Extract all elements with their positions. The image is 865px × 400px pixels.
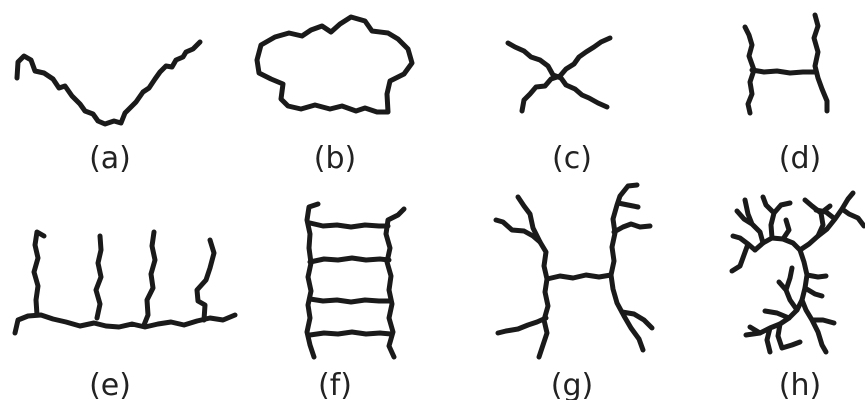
panel-label: (e) <box>89 368 131 400</box>
chain-stroke-right <box>814 15 827 111</box>
branch-stroke-2 <box>96 236 101 318</box>
panel-g: (g) <box>496 185 652 400</box>
panel-label: (h) <box>779 368 821 400</box>
panel-f: (f) <box>307 204 404 400</box>
panel-label: (a) <box>89 141 131 176</box>
bridge-stroke <box>752 70 815 73</box>
branch-stroke-3 <box>144 232 155 325</box>
branch-stroke-1 <box>34 232 44 315</box>
panel-b: (b) <box>257 17 412 176</box>
arm-stroke-upper-left <box>496 220 547 279</box>
loop-stroke <box>257 17 412 112</box>
panel-d: (d) <box>745 15 827 176</box>
panel-h: (h) <box>732 193 864 400</box>
panel-a: (a) <box>17 42 200 176</box>
panel-label: (b) <box>314 141 356 176</box>
panel-label: (c) <box>552 141 592 176</box>
panel-c: (c) <box>508 38 610 176</box>
rung-stroke-3 <box>310 299 390 302</box>
arm-stroke-lower-left-2 <box>498 318 546 333</box>
branch-stroke <box>783 220 789 239</box>
branch-stroke <box>802 300 834 352</box>
arm-stroke-upper-right-2 <box>614 224 650 232</box>
arm-stroke-upper-right-3 <box>618 203 638 207</box>
branch-stroke <box>779 268 797 310</box>
chain-stroke <box>17 42 200 124</box>
bridge-stroke <box>547 275 611 279</box>
rung-stroke-1 <box>310 223 388 227</box>
panel-label: (g) <box>551 368 593 400</box>
panel-label: (f) <box>318 368 352 400</box>
panel-e: (e) <box>15 232 235 400</box>
branch-stroke <box>732 236 755 271</box>
panel-label: (d) <box>779 141 821 176</box>
rung-stroke-2 <box>310 258 389 262</box>
branch-stroke-4 <box>197 240 214 320</box>
rung-stroke-4 <box>310 332 391 335</box>
